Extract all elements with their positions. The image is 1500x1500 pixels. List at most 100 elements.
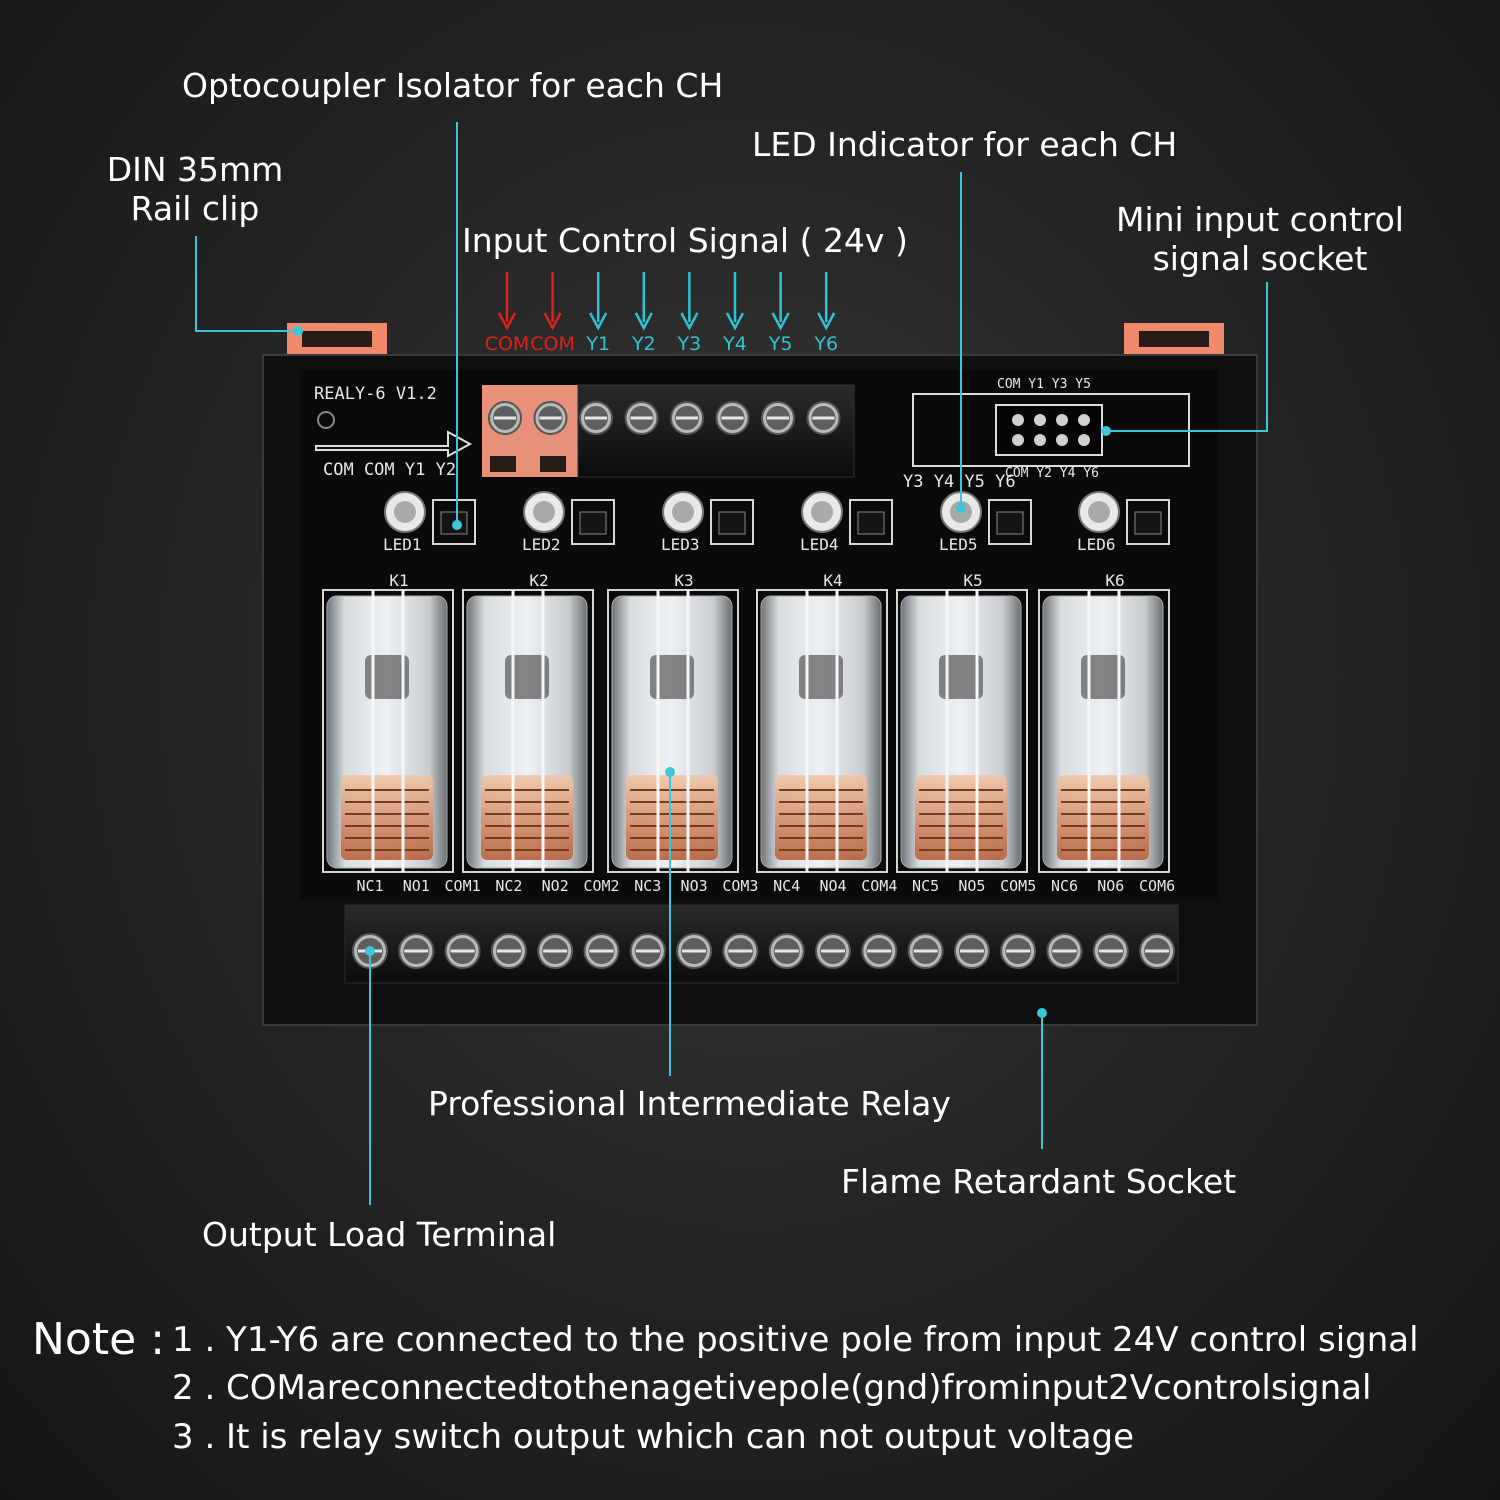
relay-label: K4 <box>823 571 842 590</box>
terminal-label: NC5 <box>912 877 939 895</box>
socket-top-labels: COM Y1 Y3 Y5 <box>997 377 1091 392</box>
mini-socket-line-2: signal socket <box>1152 239 1368 278</box>
din-rail-line-1: DIN 35mm <box>106 150 284 189</box>
din-rail-line-2: Rail clip <box>130 189 260 228</box>
socket-pin <box>1056 434 1068 446</box>
terminal-label: NC1 <box>356 877 383 895</box>
input-arrow-label: Y1 <box>585 333 610 355</box>
relay-label: K1 <box>389 571 408 590</box>
optocoupler-chip <box>988 499 1032 545</box>
input-terminal-block <box>482 384 855 478</box>
output-terminal-screw <box>537 933 574 969</box>
socket-pin <box>1078 434 1090 446</box>
input-arrow: COM <box>530 272 575 355</box>
output-terminal-screw <box>398 933 435 969</box>
mini-input-socket <box>912 393 1190 467</box>
flame-socket-callout: Flame Retardant Socket <box>841 1162 1237 1201</box>
input-terminal-screw <box>624 401 659 435</box>
terminal-label: COM5 <box>1000 877 1036 895</box>
input-arrow-label: Y4 <box>722 333 747 355</box>
input-arrow: COM <box>485 272 529 355</box>
relay-label: K2 <box>529 571 548 590</box>
mid-pin-labels: Y3 Y4 Y5 Y6 <box>903 472 1016 492</box>
left-pin-labels: COM COM Y1 Y2 <box>323 460 456 480</box>
output-terminal-screw <box>722 933 759 969</box>
optocoupler-chip <box>849 499 893 545</box>
output-terminal-screw <box>676 933 713 969</box>
socket-pin <box>1034 434 1046 446</box>
led-indicator <box>801 491 843 533</box>
input-arrow: Y5 <box>768 272 793 355</box>
led-label: LED5 <box>939 535 978 554</box>
input-arrow-label: Y3 <box>677 333 702 355</box>
input-terminal-screw <box>806 401 841 435</box>
optocoupler-chip <box>571 499 615 545</box>
optocoupler-chip <box>710 499 754 545</box>
note-heading: Note : <box>32 1314 165 1365</box>
relay-module <box>1038 589 1170 873</box>
output-terminal-screw <box>1139 933 1176 969</box>
optocoupler-chip <box>1126 499 1170 545</box>
optocoupler-callout: Optocoupler Isolator for each CH <box>182 66 724 105</box>
relay-module <box>322 589 454 873</box>
output-terminal-screw <box>1000 933 1037 969</box>
input-terminal-screw <box>488 401 522 435</box>
terminal-label: NO2 <box>542 877 569 895</box>
input-terminal-screw <box>715 401 750 435</box>
input-arrow-label: Y5 <box>768 333 793 355</box>
relay-module <box>462 589 594 873</box>
input-arrow: Y3 <box>677 272 702 355</box>
input-arrow: Y2 <box>631 272 656 355</box>
board-model-label: REALY-6 V1.2 <box>314 384 437 404</box>
led-indicator-callout: LED Indicator for each CH <box>752 125 1178 164</box>
led-label: LED6 <box>1077 535 1116 554</box>
input-terminal-screw <box>670 401 704 435</box>
output-terminal-screw <box>444 933 481 969</box>
led-label: LED3 <box>661 535 700 554</box>
input-terminal-screw <box>761 401 795 435</box>
note-line-1: 1 . Y1-Y6 are connected to the positive … <box>172 1320 1419 1360</box>
relay-row <box>322 589 1170 873</box>
output-terminal-screw <box>768 933 805 969</box>
terminal-label: COM2 <box>583 877 619 895</box>
terminal-label: NO1 <box>403 877 430 895</box>
terminal-label: COM4 <box>861 877 897 895</box>
led-label: LED2 <box>522 535 561 554</box>
output-terminal-screw <box>629 933 666 969</box>
relay-label: K6 <box>1105 571 1124 590</box>
led-label: LED1 <box>383 535 422 554</box>
callout-leaders <box>195 122 1268 1205</box>
din-rail-clips <box>287 323 1224 359</box>
input-terminal-screw <box>533 401 568 435</box>
led-indicator <box>384 491 426 533</box>
output-terminal-screw <box>490 933 527 969</box>
terminal-label: NC3 <box>634 877 661 895</box>
socket-pin <box>1012 434 1024 446</box>
output-terminal-screw <box>1092 933 1129 969</box>
terminal-label: NO4 <box>819 877 846 895</box>
output-terminal-screw <box>953 933 990 969</box>
mini-socket-line-1: Mini input control <box>1116 200 1404 239</box>
input-arrow-label: Y2 <box>631 333 656 355</box>
output-terminal-screw <box>861 933 898 969</box>
terminal-label: COM1 <box>445 877 481 895</box>
relay-module <box>896 589 1028 873</box>
terminal-label: NC6 <box>1051 877 1078 895</box>
socket-pin <box>1078 414 1090 426</box>
input-arrow-label: Y6 <box>813 333 838 355</box>
relay-label: K3 <box>674 571 693 590</box>
output-terminal-screw <box>1046 933 1083 969</box>
note-line-3: 3 . It is relay switch output which can … <box>172 1417 1135 1457</box>
input-signal-callout: Input Control Signal ( 24v ) <box>462 221 908 260</box>
input-terminal-screw <box>579 401 613 435</box>
socket-pin <box>1034 414 1046 426</box>
led-label: LED4 <box>800 535 839 554</box>
mini-socket-callout: Mini input control signal socket <box>1110 200 1410 278</box>
input-arrow-label: COM <box>530 333 575 355</box>
input-arrow: Y1 <box>585 272 610 355</box>
socket-leader <box>1107 282 1268 432</box>
input-arrow: Y6 <box>813 272 838 355</box>
